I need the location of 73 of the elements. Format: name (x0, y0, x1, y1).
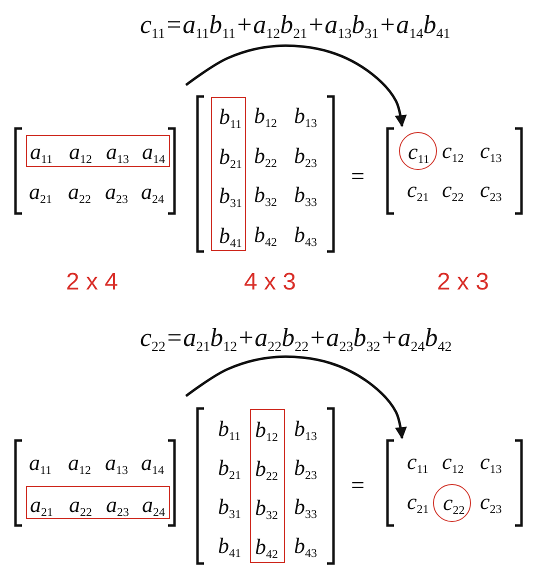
matrix-entry: c$_{12}$ (442, 137, 464, 164)
matrix-entry: c$_{22}$ (443, 489, 465, 516)
matrix-entry: b$_{11}$ (219, 103, 242, 130)
curved-arrow (185, 44, 407, 128)
highlight-circle (433, 484, 471, 522)
matrix-entry: c$_{23}$ (480, 176, 502, 204)
matrix-size-label: 2 x 3 (436, 268, 490, 298)
matrix-entry: a$_{21}$ (30, 491, 53, 518)
matrix-entry: c$_{13}$ (480, 137, 502, 164)
matrix-entry: b$_{32}$ (254, 181, 277, 208)
matrix-entry: b$_{41}$ (218, 532, 241, 560)
matrix-brackets (13, 127, 177, 215)
matrix-entry: b$_{22}$ (254, 142, 277, 170)
matrix-entry: c$_{11}$ (407, 448, 428, 476)
matrix-entry: c$_{21}$ (407, 488, 429, 516)
matrix-entry: b$_{42}$ (254, 221, 277, 248)
matrix-entry: b$_{23}$ (294, 142, 317, 170)
matrix-entry: a$_{13}$ (106, 138, 129, 166)
matrix-entry: a$_{24}$ (141, 178, 164, 206)
matrix-entry: c$_{23}$ (480, 488, 502, 516)
matrix-entry: a$_{22}$ (69, 491, 92, 518)
formula: c$_{22}$=a$_{21}$b$_{12}$+a$_{22}$b$_{22}$+a$_{23}$b$_{32}$+a$_{24}$b$_{42}$ (140, 322, 452, 355)
matrix-entry: a$_{12}$ (69, 138, 92, 166)
matrix-entry: b$_{12}$ (255, 416, 278, 444)
matrix-entry: b$_{43}$ (294, 221, 317, 248)
matrix-entry: a$_{11}$ (30, 138, 53, 166)
matrix-entry: b$_{41}$ (219, 222, 242, 250)
matrix-entry: b$_{43}$ (294, 532, 317, 560)
column-highlight-box (250, 409, 285, 563)
row-highlight-box (26, 486, 170, 519)
equals-sign: = (351, 163, 365, 192)
matrix-entry: b$_{31}$ (218, 493, 241, 520)
curved-arrow (185, 355, 407, 440)
matrix-entry: c$_{21}$ (407, 176, 429, 204)
matrix-entry: b$_{12}$ (254, 102, 277, 130)
matrix-entry: b$_{13}$ (294, 102, 317, 130)
matrix-brackets (195, 95, 336, 253)
matrix-entry: a$_{13}$ (105, 449, 128, 476)
matrix-entry: a$_{24}$ (142, 491, 165, 518)
matrix-entry: b$_{11}$ (218, 415, 241, 442)
matrix-entry: a$_{14}$ (141, 449, 164, 476)
formula: c$_{11}$=a$_{11}$b$_{11}$+a$_{12}$b$_{21}$+a$_{13}$b$_{31}$+a$_{14}$b$_{41}$ (140, 9, 450, 42)
matrix-entry: b$_{31}$ (219, 182, 242, 210)
matrix-brackets (13, 439, 177, 527)
matrix-entry: b$_{33}$ (294, 181, 317, 208)
matrix-brackets (385, 439, 524, 527)
matrix-brackets (385, 127, 524, 215)
equals-sign: = (351, 472, 365, 501)
matrix-entry: b$_{42}$ (255, 533, 278, 560)
matrix-entry: b$_{33}$ (294, 493, 317, 520)
matrix-entry: a$_{23}$ (105, 178, 128, 206)
highlight-circle (399, 132, 437, 170)
matrix-entry: a$_{14}$ (142, 138, 165, 166)
matrix-entry: b$_{22}$ (255, 455, 278, 482)
row-highlight-box (26, 135, 170, 167)
matrix-entry: a$_{23}$ (106, 491, 129, 518)
matrix-entry: b$_{23}$ (294, 454, 317, 482)
matrix-size-label: 2 x 4 (66, 268, 118, 298)
matrix-entry: a$_{21}$ (29, 178, 52, 206)
matrix-entry: b$_{21}$ (218, 454, 241, 482)
matrix-entry: c$_{22}$ (442, 176, 464, 204)
matrix-entry: c$_{12}$ (442, 448, 464, 476)
matrix-entry: c$_{13}$ (480, 448, 502, 476)
matrix-entry: a$_{22}$ (68, 178, 91, 206)
matrix-size-label: 4 x 3 (244, 268, 296, 298)
matrix-entry: a$_{12}$ (68, 449, 91, 476)
matrix-entry: b$_{32}$ (255, 494, 278, 522)
matrix-entry: b$_{21}$ (219, 143, 242, 170)
column-highlight-box (211, 97, 246, 251)
matrix-entry: b$_{13}$ (294, 415, 317, 442)
matrix-entry: c$_{11}$ (408, 138, 430, 166)
matrix-entry: a$_{11}$ (29, 449, 52, 476)
matrix-brackets (195, 407, 336, 565)
